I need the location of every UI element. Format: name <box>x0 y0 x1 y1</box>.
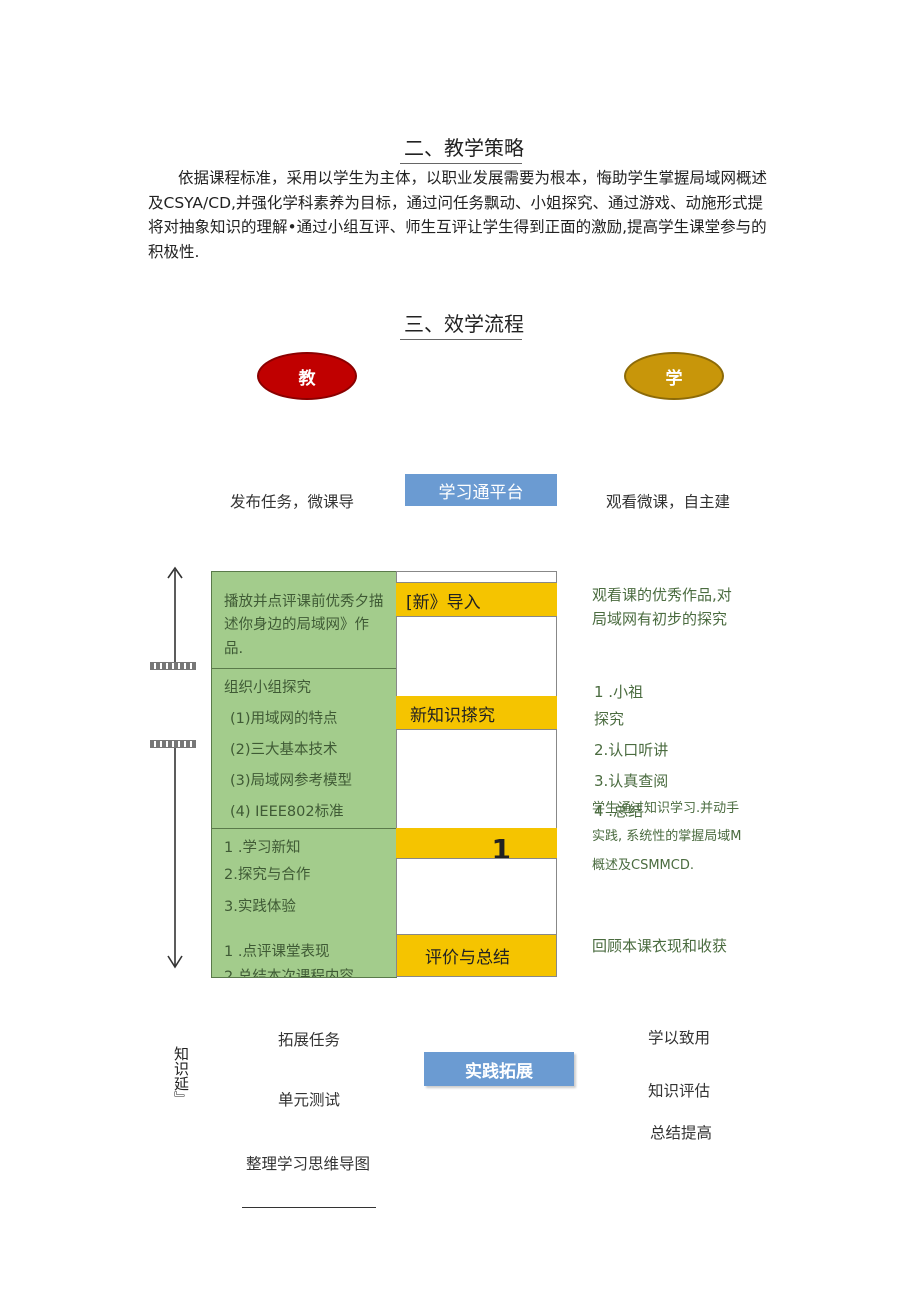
stage-intro-label: [新》导入 <box>406 592 481 613</box>
stage-explore-label: 新知识搽究 <box>410 705 495 726</box>
block2-teach-line: (3)局域网参考模型 <box>230 773 353 789</box>
stage-spacer <box>396 571 557 583</box>
strategy-line-1: 依据课程标准，采用以学生为主体，以职业发展需要为根本，悔助学生掌握局域网概述 <box>178 169 768 187</box>
ext-teach-item: 单元测试 <box>278 1091 341 1109</box>
teach-oval: 教 <box>257 352 357 400</box>
strategy-line-3: 将对抽象知识的理解•通过小组互评、师生互评让学生得到正面的激励,提高学生课堂参与… <box>148 218 767 236</box>
extension-side-label: 知识延』 <box>172 1046 190 1106</box>
block1-teach-line: 述你身边的局域网》作 <box>224 617 369 633</box>
ext-learn-item: 学以致用 <box>648 1029 711 1047</box>
stage-explore: 新知识搽究 <box>396 696 557 730</box>
practice-extension-label: 实践拓展 <box>465 1061 533 1082</box>
block2-learn-line: 1 .小祖 <box>594 683 644 701</box>
pre-class-learn-text: 观看微课，自主建 <box>606 493 731 511</box>
stage-spacer <box>396 616 557 697</box>
learn-oval: 学 <box>624 352 724 400</box>
flow-heading: 三、效学流程 <box>400 308 524 340</box>
stage-intro: [新》导入 <box>396 583 557 617</box>
platform-box: 学习通平台 <box>405 474 557 506</box>
double-arrow-icon <box>167 566 183 969</box>
block3-learn-line: 概述及CSMMCD. <box>592 858 694 873</box>
teach-block-3 <box>211 828 397 978</box>
ext-teach-item: 整理学习思维导图 <box>246 1155 371 1173</box>
teach-block-1 <box>211 571 397 669</box>
block4-teach-line: 2.总结本次课程内容 <box>224 969 354 977</box>
divider-mark <box>150 662 196 670</box>
teach-label: 教 <box>298 368 316 389</box>
platform-label: 学习通平台 <box>438 482 524 503</box>
block3-learn-line: 学生通过知识学习.并动手 <box>592 801 740 816</box>
stage-summary: 评价与总结 <box>396 934 557 977</box>
block2-learn-line: 2.认口听讲 <box>594 741 669 759</box>
block2-learn-line: 探究 <box>594 710 625 728</box>
strategy-heading: 二、教学策略 <box>400 132 524 164</box>
practice-extension-box: 实践拓展 <box>424 1052 574 1086</box>
block1-learn-line: 局域网有初步的探究 <box>592 610 728 628</box>
stage-practice: 1 <box>396 828 557 859</box>
block4-teach-line: 1 .点评课堂表现 <box>224 944 330 960</box>
divider-mark <box>150 740 196 748</box>
block2-teach-line: (2)三大基本技术 <box>230 742 338 758</box>
ext-learn-item: 知识评估 <box>648 1082 711 1100</box>
stage-spacer <box>396 858 557 935</box>
block2-teach-line: (1)用域网的特点 <box>230 711 338 727</box>
block4-learn-line: 回顾本课衣现和收获 <box>592 937 728 955</box>
ext-teach-item: 拓展任务 <box>278 1031 341 1049</box>
block3-teach-line: 1 .学习新知 <box>224 840 301 856</box>
block1-teach-line: 品. <box>224 641 244 657</box>
block3-teach-line: 2.探究与合作 <box>224 867 311 883</box>
block1-teach-line: 播放并点评课前优秀夕描 <box>224 594 384 610</box>
block2-learn-line: 3.认真查阅 <box>594 772 669 790</box>
block2-learn-line: 4 .总结 <box>594 802 644 820</box>
block3-teach-line: 3.实践体验 <box>224 899 296 915</box>
stage-summary-label: 评价与总结 <box>425 948 510 968</box>
pre-class-teach-text: 发布任务，微课导 <box>230 493 355 511</box>
strategy-line-2: 及CSYA/CD,并强化学科素养为目标，通过问任务飘动、小姐探究、通过游戏、动施… <box>148 194 763 212</box>
strategy-line-4: 积极性. <box>148 243 200 261</box>
block2-teach-line: 组织小组探究 <box>224 680 311 696</box>
block2-teach-line: (4) IEEE802标准 <box>230 804 344 820</box>
underline-divider <box>242 1207 376 1208</box>
ext-learn-item: 总结提高 <box>650 1124 713 1142</box>
block1-learn-line: 观看课的优秀作品,对 <box>592 586 732 604</box>
stage-practice-label: 1 <box>491 833 511 859</box>
stage-spacer <box>396 729 557 829</box>
timeline-arrow <box>166 566 184 970</box>
block3-learn-line: 实践, 系统性的掌握局域M <box>592 829 742 844</box>
block4-teach-clip: 2.总结本次课程内容 <box>212 963 396 977</box>
learn-label: 学 <box>665 368 683 389</box>
